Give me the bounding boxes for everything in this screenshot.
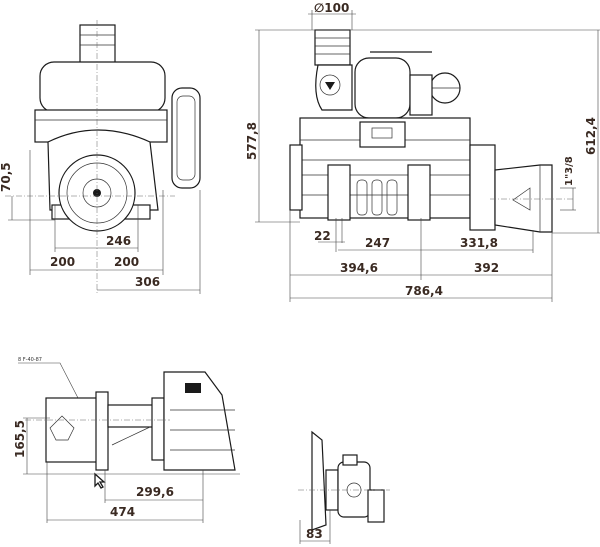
dim-70-5: 70,5 [0, 162, 13, 192]
dim-612-4: 612,4 [584, 117, 598, 155]
outlet [367, 489, 385, 523]
gearbox [469, 144, 496, 231]
top-view: 8 F-40-87 165,5 299,6 474 [13, 357, 240, 523]
end-cap [289, 144, 303, 211]
mouse-cursor [94, 472, 106, 489]
dim-577-8: 577,8 [245, 122, 259, 160]
inlet-elbow [315, 64, 353, 111]
pump-body [163, 371, 236, 471]
dim-786-4: 786,4 [405, 284, 443, 298]
part-label: 8 F-40-87 [18, 357, 42, 363]
port [342, 454, 358, 466]
dim-thread: 1"3/8 [564, 156, 575, 186]
dim-165-5: 165,5 [13, 420, 27, 458]
dim-392: 392 [474, 261, 499, 275]
dim-306: 306 [135, 275, 160, 289]
regulator [409, 74, 433, 116]
gear-pump [45, 397, 99, 463]
dim-394-6: 394,6 [340, 261, 378, 275]
dim-diameter-100: ∅100 [314, 1, 349, 15]
air-chamber [354, 57, 411, 119]
drive-shaft [107, 404, 154, 428]
dim-474: 474 [110, 505, 135, 519]
front-view: 70,5 246 200 200 306 [0, 20, 201, 295]
dim-200-right: 200 [114, 255, 139, 269]
pump-housing [337, 461, 371, 518]
dim-299-6: 299,6 [136, 485, 174, 499]
end-view: 83 [298, 430, 390, 544]
manifold [359, 121, 406, 148]
coupling [151, 397, 165, 461]
side-cover [171, 87, 201, 189]
dim-83: 83 [306, 527, 323, 541]
cylinder-left [327, 164, 351, 221]
dim-247: 247 [365, 236, 390, 250]
cylinder-right [407, 164, 431, 221]
dim-246: 246 [106, 234, 131, 248]
side-view: ∅100 577,8 612,4 1"3/8 22 247 331,8 394,… [245, 1, 600, 302]
dim-200-left: 200 [50, 255, 75, 269]
mounting-plate [311, 430, 327, 531]
dim-22: 22 [314, 229, 331, 243]
pto-flange [494, 164, 553, 233]
dim-331-8: 331,8 [460, 236, 498, 250]
upper-housing [39, 61, 166, 113]
pump-flange [95, 391, 109, 471]
inlet-pipe [314, 29, 351, 66]
